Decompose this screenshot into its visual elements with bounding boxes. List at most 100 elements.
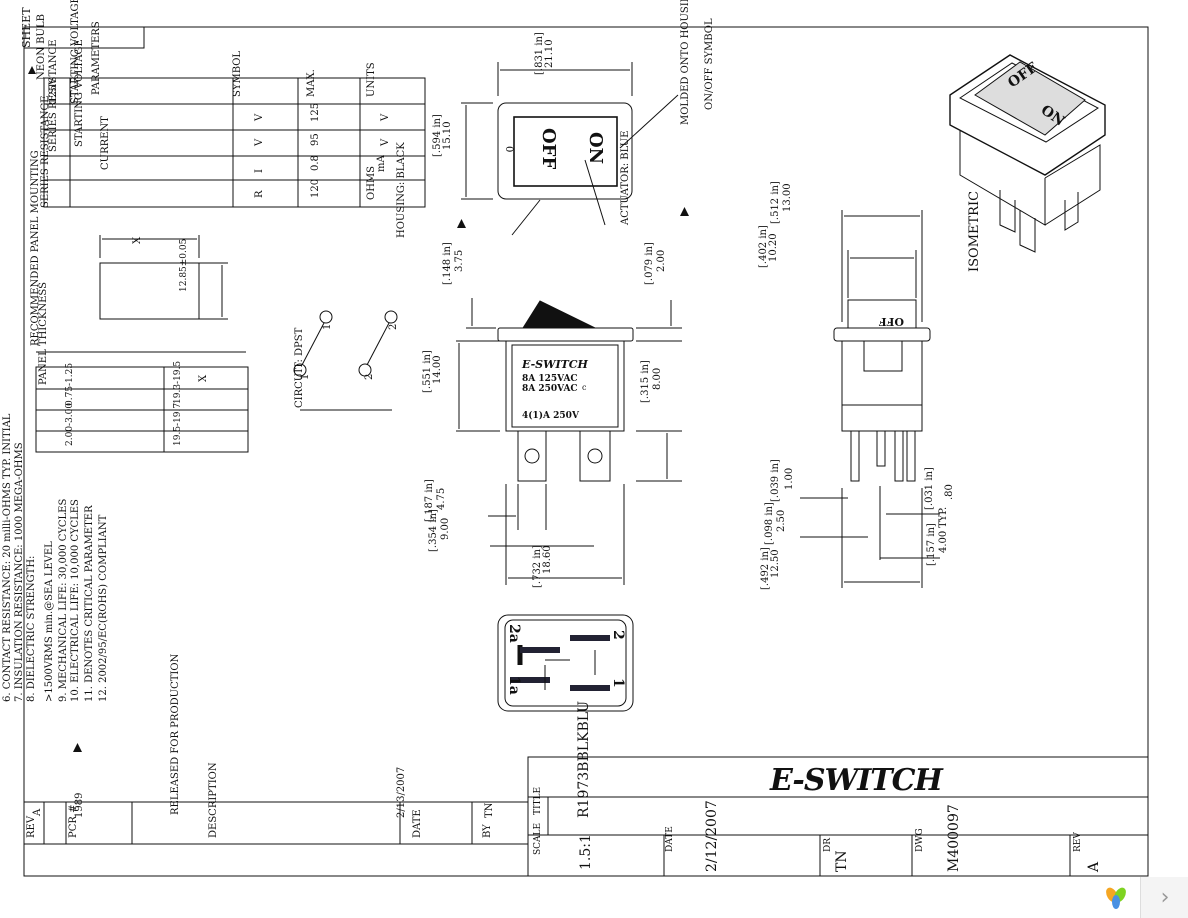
dwg-header: DWG — [915, 828, 925, 852]
circuit-label: CIRCUIT: DPST — [294, 327, 305, 408]
pcr-header: PCR # — [68, 805, 79, 838]
dr-header: DR — [823, 838, 833, 852]
side-c: c — [582, 383, 587, 392]
end-d6: 4.00 — [938, 531, 949, 553]
front-view — [461, 62, 679, 236]
end-off: OFF — [879, 315, 904, 328]
molded-label: MOLDED ONTO HOUSING — [680, 0, 691, 125]
next-page-button[interactable]: › — [1140, 877, 1188, 918]
panel-cutout — [36, 235, 246, 353]
side-d6-in: [.354 in] — [428, 509, 439, 552]
param-row1-max: 125 — [310, 103, 321, 122]
param-row1-unit: V — [380, 113, 391, 122]
panel-x-label: X — [132, 236, 143, 244]
panel-thickness-label: PANEL THICKNESS — [38, 282, 49, 385]
scale-header: SCALE — [533, 823, 543, 855]
param-row2-unit: V — [380, 138, 391, 147]
side-d3: 14.00 — [432, 355, 443, 384]
side-d7: 18.60 — [542, 545, 553, 574]
note-11: 11. DENOTES CRITICAL PARAMETER — [84, 505, 95, 702]
symbol-header: SYMBOL — [232, 51, 243, 97]
note-7: 7. INSULATION RESISTANCE: 1000 MEGA-OHMS — [14, 442, 25, 702]
param-row1-left: 125V — [48, 77, 59, 104]
note-12: 12. 2002/95/EC(ROHS) COMPLIANT — [98, 514, 109, 702]
tb-rev-header: REV — [1073, 832, 1083, 852]
front-dim-h: 15.10 — [442, 121, 453, 150]
end-d1: 10.20 — [768, 233, 779, 262]
side-d2: 2.00 — [656, 250, 667, 272]
param-row4-unit: OHMS — [366, 166, 377, 200]
end-d5: 2.50 — [776, 510, 787, 532]
tb-date-header: DATE — [665, 826, 675, 852]
title-header: TITLE — [533, 787, 543, 815]
param-row1-name: STARTING VOLTAGE(AC) — [70, 0, 81, 104]
end-d2: 13.00 — [782, 183, 793, 212]
bottom-1a: 1a — [506, 676, 522, 695]
side-d2-in: [.079 in] — [644, 242, 655, 285]
param-row4-sym: R — [254, 190, 265, 198]
side-brand: E-SWITCH — [521, 358, 589, 371]
parameters-table — [43, 77, 426, 208]
front-on: ON — [585, 132, 606, 164]
end-d3: 1.00 — [784, 468, 795, 490]
front-dim-w-in: [.831 in] — [534, 32, 545, 75]
side-d6: 9.00 — [440, 518, 451, 540]
sheet-label: SHEET — [20, 7, 33, 48]
title-block — [527, 756, 1149, 877]
end-d7: 12.50 — [770, 549, 781, 578]
param-row3-unit: mA — [376, 155, 387, 172]
units-header: UNITS — [366, 62, 377, 97]
circuit-t1a: 1 — [300, 374, 311, 380]
panel-title: RECOMMENDED PANEL MOUNTING — [30, 150, 41, 346]
note-6: 6. CONTACT RESISTANCE: 20 milli-OHMS TYP… — [2, 413, 13, 702]
front-off: OFF — [538, 128, 559, 169]
param-row4-max: 120 — [310, 179, 321, 198]
end-view — [800, 210, 940, 588]
front-zero: 0 — [503, 146, 514, 152]
end-d1-in: [.402 in] — [758, 225, 769, 268]
front-dim-w: 21.10 — [544, 39, 555, 68]
svg-text:E-SWITCH: E-SWITCH — [769, 763, 944, 798]
side-d5: 4.75 — [436, 488, 447, 510]
e-switch-logo: E-SWITCH — [769, 763, 945, 798]
parameters-header: PARAMETERS — [91, 21, 102, 95]
side-view — [456, 298, 682, 585]
pcr-value: 1989 — [74, 793, 85, 818]
flower-logo-icon — [1106, 887, 1126, 909]
rev-header: REV — [26, 815, 37, 838]
note-10: 10. ELECTRICAL LIFE: 10,000 CYCLES — [70, 499, 81, 702]
circuit-t1: 1 — [322, 324, 333, 330]
onoff-label: ON/OFF SYMBOL — [704, 18, 715, 110]
side-d1: 3.75 — [454, 250, 465, 272]
param-row3-max: 0.8 — [310, 155, 321, 171]
end-d2-in: [.512 in] — [770, 181, 781, 224]
by-value: TN — [484, 802, 495, 818]
side-rating2: 8A 250VAC — [522, 384, 578, 394]
param-row2-max: 95 — [310, 133, 321, 146]
bottom-1: 1 — [610, 678, 626, 688]
param-row3-name: CURRENT — [100, 116, 111, 170]
panel-row1-left: 0.75-1.25 — [65, 363, 75, 406]
dwg-value: M400097 — [946, 804, 962, 872]
side-rating1: 8A 125VAC — [522, 374, 578, 384]
side-d4-in: [.315 in] — [640, 360, 651, 403]
dr-value: TN — [834, 850, 850, 872]
end-typ: TYP. — [938, 507, 949, 528]
circuit-t2a: 2 — [364, 374, 375, 380]
bottom-view — [497, 614, 634, 712]
part-number: R1973BBLKBLU — [576, 701, 592, 818]
panel-y-dim: 12.85±0.05 — [179, 238, 189, 292]
end-d4-in: [.031 in] — [924, 467, 935, 510]
param-row1-sym: V — [254, 113, 265, 122]
panel-row2-left: 2.00-3.00 — [65, 403, 75, 446]
tb-rev-value: A — [1086, 861, 1102, 873]
desc-header: DESCRIPTION — [208, 762, 219, 838]
bottom-2: 2 — [610, 630, 626, 640]
chevron-right-icon: › — [1160, 885, 1170, 910]
date-value: 2/13/2007 — [396, 767, 407, 818]
panel-thickness-table — [35, 366, 249, 453]
side-d4: 8.00 — [652, 368, 663, 390]
param-row2-left: SERIES RESISTANCE — [48, 40, 59, 153]
param-row3-sym: I — [254, 169, 265, 173]
